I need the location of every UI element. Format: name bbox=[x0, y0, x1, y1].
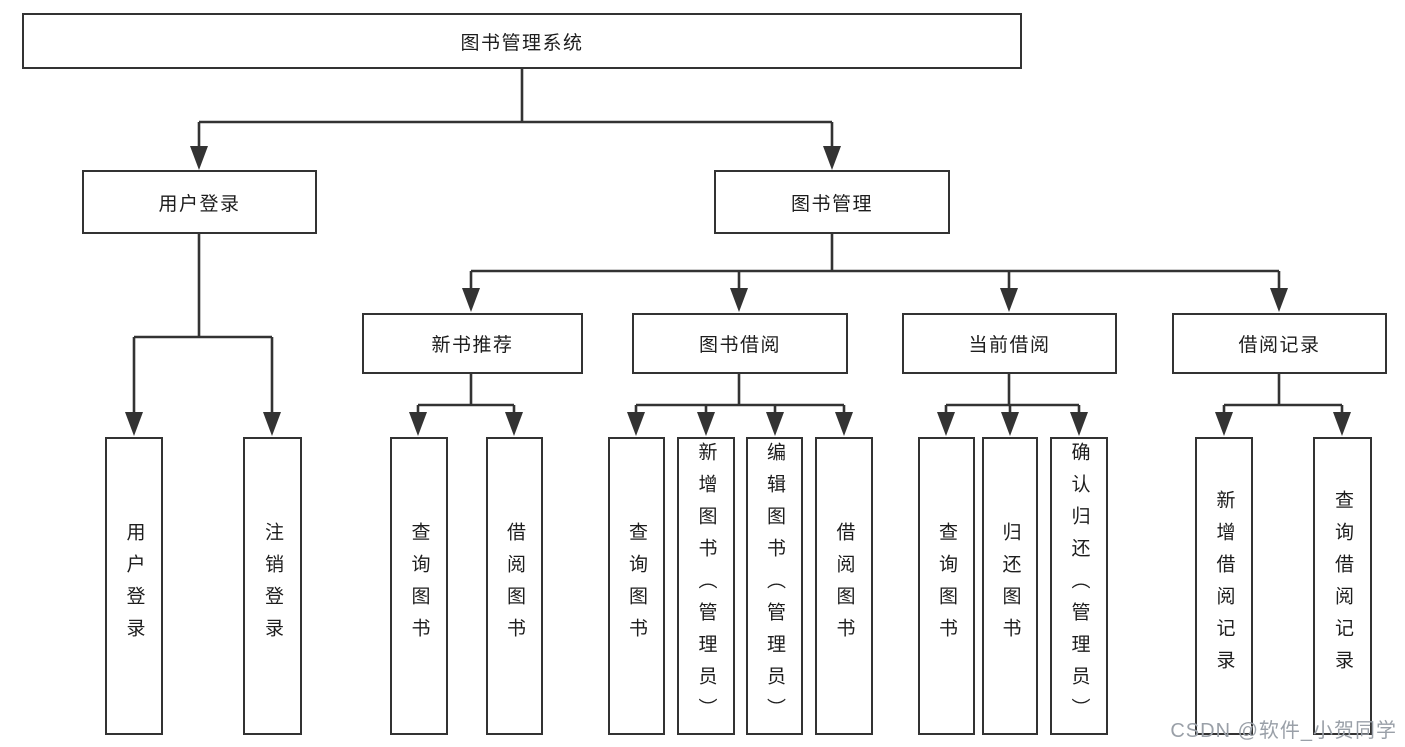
node-user-login: 用户登录 bbox=[82, 170, 317, 234]
leaf-cb-query-books-label: 查询图书 bbox=[936, 522, 957, 650]
node-new-book-recommend: 新书推荐 bbox=[362, 313, 583, 374]
node-new-book-recommend-label: 新书推荐 bbox=[431, 335, 514, 356]
leaf-br-query-record-label: 查询借阅记录 bbox=[1332, 490, 1353, 682]
leaf-nbr-query-books-label: 查询图书 bbox=[408, 522, 430, 650]
leaf-nbr-borrow-books-label: 借阅图书 bbox=[504, 522, 525, 650]
leaf-bb-add-books-admin: 新增图书（管理员） bbox=[677, 437, 735, 735]
leaf-br-add-record: 新增借阅记录 bbox=[1195, 437, 1253, 735]
node-current-borrow-label: 当前借阅 bbox=[968, 335, 1051, 356]
leaf-user-login-label: 用户登录 bbox=[123, 522, 145, 650]
leaf-bb-borrow-books-label: 借阅图书 bbox=[833, 522, 855, 650]
leaf-br-query-record: 查询借阅记录 bbox=[1313, 437, 1372, 735]
csdn-watermark: CSDN @软件_小贺同学 bbox=[1170, 720, 1397, 742]
leaf-logout-label: 注销登录 bbox=[262, 522, 283, 650]
leaf-user-login: 用户登录 bbox=[105, 437, 163, 735]
leaf-logout: 注销登录 bbox=[243, 437, 302, 735]
leaf-cb-query-books: 查询图书 bbox=[918, 437, 975, 735]
leaf-br-add-record-label: 新增借阅记录 bbox=[1213, 490, 1235, 682]
leaf-bb-query-books: 查询图书 bbox=[608, 437, 665, 735]
node-root: 图书管理系统 bbox=[22, 13, 1022, 69]
node-book-management-label: 图书管理 bbox=[790, 193, 873, 215]
node-book-management: 图书管理 bbox=[714, 170, 950, 234]
leaf-bb-add-books-admin-label: 新增图书（管理员） bbox=[695, 442, 717, 730]
leaf-bb-query-books-label: 查询图书 bbox=[626, 522, 647, 650]
leaf-cb-confirm-return-admin-label: 确认归还（管理员） bbox=[1068, 442, 1090, 730]
node-book-borrow-label: 图书借阅 bbox=[698, 335, 781, 356]
leaf-bb-edit-books-admin: 编辑图书（管理员） bbox=[746, 437, 803, 735]
leaf-bb-borrow-books: 借阅图书 bbox=[815, 437, 873, 735]
leaf-nbr-query-books: 查询图书 bbox=[390, 437, 448, 735]
node-current-borrow: 当前借阅 bbox=[902, 313, 1117, 374]
node-user-login-label: 用户登录 bbox=[158, 193, 241, 215]
node-borrow-records: 借阅记录 bbox=[1172, 313, 1387, 374]
leaf-cb-confirm-return-admin: 确认归还（管理员） bbox=[1050, 437, 1108, 735]
leaf-bb-edit-books-admin-label: 编辑图书（管理员） bbox=[764, 442, 785, 730]
node-root-label: 图书管理系统 bbox=[460, 32, 584, 54]
node-book-borrow: 图书借阅 bbox=[632, 313, 848, 374]
leaf-nbr-borrow-books: 借阅图书 bbox=[486, 437, 543, 735]
leaf-cb-return-books-label: 归还图书 bbox=[999, 522, 1021, 650]
leaf-cb-return-books: 归还图书 bbox=[982, 437, 1038, 735]
node-borrow-records-label: 借阅记录 bbox=[1238, 335, 1321, 356]
